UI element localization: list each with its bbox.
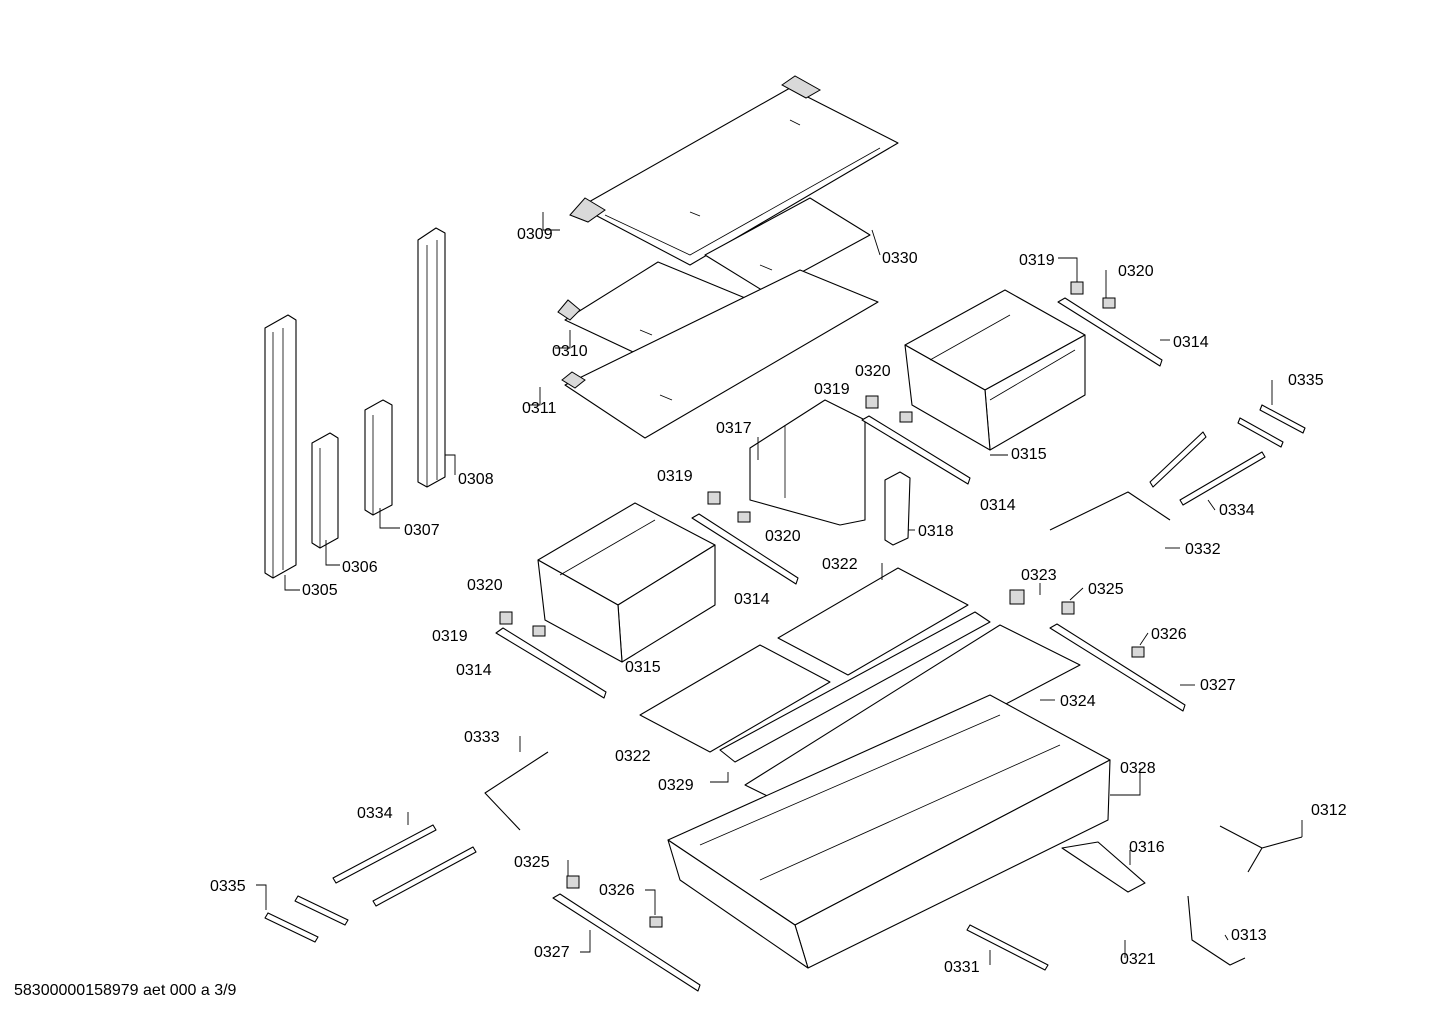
label-0310: 0310: [552, 343, 588, 360]
slide-rail-0327-a: [1049, 623, 1186, 712]
label-0321: 0321: [1120, 951, 1156, 968]
label-0314-c: 0314: [734, 591, 770, 608]
drawer-0315-upper: [904, 289, 1086, 451]
rail-0305: [264, 314, 297, 579]
bracket-0313: [1187, 895, 1246, 966]
rail-0306: [311, 432, 339, 549]
cover-0318: [884, 471, 911, 546]
glass-shelf-0311: [561, 269, 879, 439]
label-0320-a: 0320: [1118, 263, 1154, 280]
label-0327-a: 0327: [1200, 677, 1236, 694]
glass-shelf-0330: [704, 197, 871, 293]
label-0327-b: 0327: [534, 944, 570, 961]
label-0334-b: 0334: [357, 805, 393, 822]
rail-0308: [417, 227, 446, 488]
slide-rail-0314-d: [495, 627, 607, 699]
label-0314-b: 0314: [980, 497, 1016, 514]
drawer-0315-lower: [537, 502, 716, 663]
label-0322-b: 0322: [615, 748, 651, 765]
slide-rail-0327-b: [552, 893, 701, 992]
label-0312: 0312: [1311, 802, 1347, 819]
label-0335-b: 0335: [210, 878, 246, 895]
clips: [499, 281, 1145, 928]
label-0330: 0330: [882, 250, 918, 267]
glass-shelf-0309: [569, 75, 899, 266]
label-0326-b: 0326: [599, 882, 635, 899]
label-0315-b: 0315: [625, 659, 661, 676]
bars: [264, 404, 1306, 971]
bracket-0333: [484, 751, 549, 831]
document-reference: 58300000158979 aet 000 a 3/9: [14, 982, 237, 999]
label-0314-a: 0314: [1173, 334, 1209, 351]
label-0314-d: 0314: [456, 662, 492, 679]
label-0313: 0313: [1231, 927, 1267, 944]
label-0329: 0329: [658, 777, 694, 794]
glass-plate-0322-a: [777, 567, 969, 676]
label-0325-b: 0325: [514, 854, 550, 871]
label-0309: 0309: [517, 226, 553, 243]
part-labels: 0309 0330 0310 0311 0308 0305 0306 0307 …: [210, 226, 1347, 976]
label-0331: 0331: [944, 959, 980, 976]
label-0332: 0332: [1185, 541, 1221, 558]
label-0333: 0333: [464, 729, 500, 746]
label-0319-d: 0319: [432, 628, 468, 645]
label-0322-a: 0322: [822, 556, 858, 573]
label-0315-a: 0315: [1011, 446, 1047, 463]
label-0323: 0323: [1021, 567, 1057, 584]
label-0320-d: 0320: [467, 577, 503, 594]
label-0326-a: 0326: [1151, 626, 1187, 643]
bracket-0312: [1219, 825, 1303, 873]
label-0324: 0324: [1060, 693, 1096, 710]
partition-0317: [749, 399, 866, 526]
rail-0307: [364, 399, 393, 516]
label-0335-a: 0335: [1288, 372, 1324, 389]
frame-0329: [719, 611, 991, 763]
label-0319-b: 0319: [814, 381, 850, 398]
bracket-0332: [1049, 491, 1171, 531]
crisper-drawer-0328: [667, 694, 1111, 969]
label-0320-b: 0320: [855, 363, 891, 380]
slide-rail-0314-b: [861, 415, 971, 485]
label-0305: 0305: [302, 582, 338, 599]
label-0307: 0307: [404, 522, 440, 539]
label-0325-a: 0325: [1088, 581, 1124, 598]
label-0306: 0306: [342, 559, 378, 576]
label-0317: 0317: [716, 420, 752, 437]
label-0334-a: 0334: [1219, 502, 1255, 519]
label-0311: 0311: [522, 400, 557, 417]
glass-plate-0322-b: [639, 644, 831, 753]
label-0328: 0328: [1120, 760, 1156, 777]
slide-rail-0314-c: [691, 513, 799, 585]
leader-lines: [256, 212, 1303, 965]
label-0319-c: 0319: [657, 468, 693, 485]
label-0319-a: 0319: [1019, 252, 1055, 269]
label-0308: 0308: [458, 471, 494, 488]
label-0320-c: 0320: [765, 528, 801, 545]
label-0316: 0316: [1129, 839, 1165, 856]
label-0318: 0318: [918, 523, 954, 540]
slide-rail-0314-a: [1057, 297, 1163, 367]
